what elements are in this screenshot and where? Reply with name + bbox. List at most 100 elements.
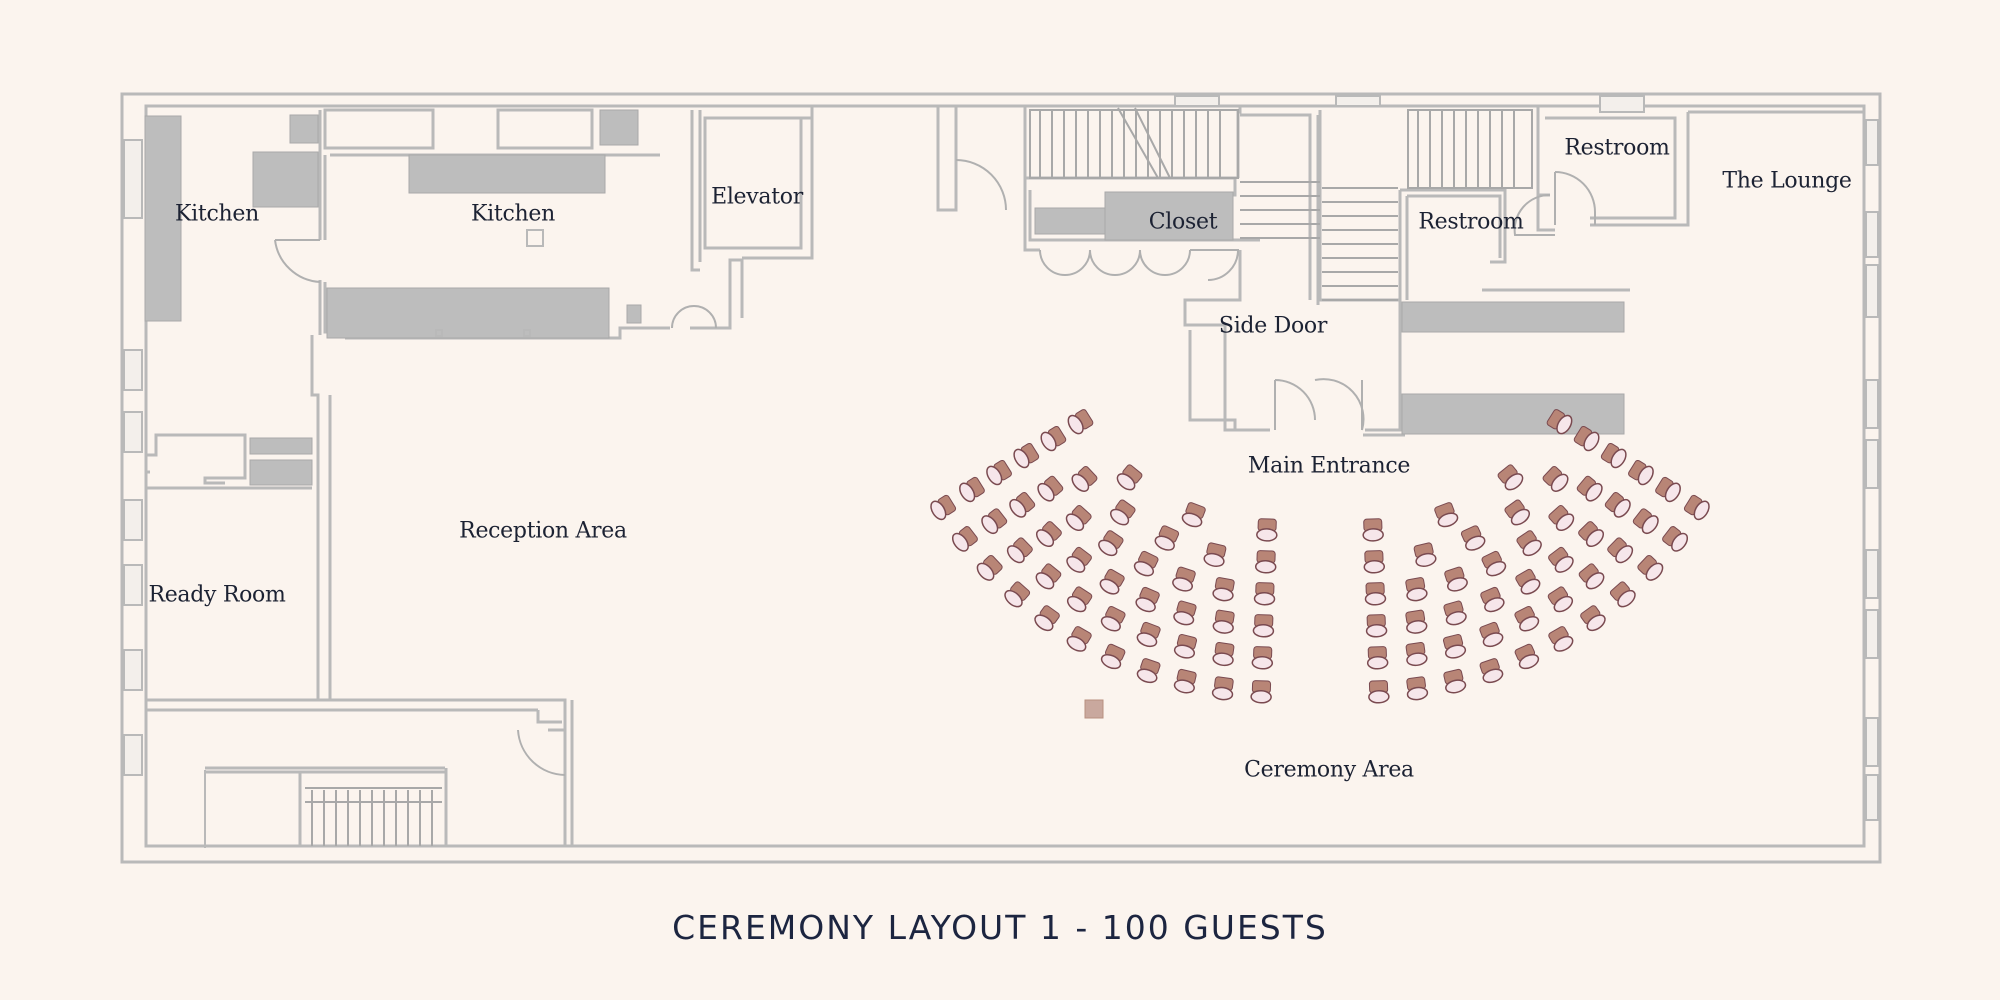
chair [1065, 505, 1092, 532]
chair [981, 508, 1008, 535]
chair [1066, 546, 1092, 573]
chair [1460, 525, 1486, 551]
chair [1109, 499, 1136, 526]
chair [1637, 554, 1664, 581]
room-label-closet: Closet [1148, 209, 1218, 235]
chair [1173, 668, 1197, 694]
room-label-kitchen-main: Kitchen [471, 201, 555, 227]
chair [1256, 518, 1278, 542]
chair [1362, 518, 1384, 542]
chair [1135, 586, 1160, 613]
chair [1479, 658, 1504, 684]
chair [1066, 586, 1093, 613]
chair [1009, 492, 1036, 518]
chair [1413, 542, 1437, 567]
chair [1040, 425, 1067, 452]
chair [930, 494, 957, 521]
chair [1632, 508, 1659, 535]
chair [1035, 521, 1062, 548]
chair [1609, 581, 1636, 608]
windows [123, 95, 1879, 821]
outer-wall-inner [144, 104, 1866, 848]
chair [1252, 614, 1275, 638]
chair [1212, 577, 1235, 602]
chair [1546, 409, 1573, 435]
chair [1516, 530, 1542, 557]
chair [1444, 566, 1468, 592]
chair [1548, 505, 1575, 532]
chair [1364, 582, 1387, 606]
chair [1173, 633, 1198, 659]
chair [1133, 550, 1159, 577]
chair [959, 476, 985, 503]
chair [1035, 563, 1062, 590]
chair [1480, 586, 1505, 613]
door-swings [274, 159, 1596, 776]
chair [1099, 568, 1125, 595]
chair [1548, 546, 1574, 573]
chair [1203, 542, 1227, 567]
room-label-lounge: The Lounge [1722, 168, 1852, 194]
chair [1363, 550, 1386, 574]
chair [1098, 530, 1124, 557]
outer-walls [120, 92, 1882, 864]
chair [1406, 676, 1429, 701]
chair [976, 554, 1003, 581]
chair [1034, 605, 1060, 632]
room-label-elevator: Elevator [711, 184, 803, 210]
chair [1181, 502, 1206, 528]
interior-walls [146, 106, 1864, 846]
room-label-main-entrance: Main Entrance [1247, 453, 1411, 479]
fixture-small-squares [204, 229, 544, 848]
chair [951, 526, 978, 552]
chair [1100, 643, 1126, 670]
chair [1576, 475, 1603, 502]
chair [1662, 526, 1689, 552]
outer-wall-outer [120, 92, 1882, 864]
chair [1212, 609, 1235, 634]
room-label-restroom-lower: Restroom [1418, 209, 1524, 235]
chair [1254, 550, 1277, 574]
layout-title: CEREMONY LAYOUT 1 - 100 GUESTS [672, 908, 1328, 947]
chair [1515, 568, 1541, 595]
room-label-restroom-upper: Restroom [1564, 135, 1670, 161]
chair [1067, 409, 1094, 435]
stairs [305, 107, 1533, 846]
chair [1542, 466, 1569, 492]
chair [1481, 550, 1507, 577]
room-label-ceremony: Ceremony Area [1244, 757, 1414, 783]
chair [1037, 475, 1064, 502]
room-label-ready-room: Ready Room [148, 582, 286, 608]
chair [1071, 466, 1098, 492]
chair [1580, 605, 1606, 632]
chair [1655, 476, 1681, 503]
chair [1154, 525, 1180, 551]
chair [1211, 676, 1234, 701]
chair [1251, 646, 1274, 670]
chair [1365, 614, 1388, 638]
chair [986, 459, 1012, 486]
chair [1116, 464, 1143, 491]
room-label-side-door: Side Door [1218, 313, 1328, 339]
chair [1578, 521, 1605, 548]
chair [1504, 499, 1531, 526]
chair [1136, 621, 1161, 648]
chair [1066, 626, 1092, 652]
chair [1443, 668, 1467, 694]
chair [1514, 605, 1540, 632]
chair [1004, 581, 1031, 608]
ceremony-chairs [930, 409, 1710, 704]
chair [1600, 442, 1627, 469]
fixtures [144, 109, 1625, 719]
chair [1006, 537, 1033, 564]
chair [1250, 680, 1272, 704]
chair [1405, 609, 1428, 634]
chair [1013, 442, 1040, 469]
chair [1136, 658, 1161, 684]
chair [1173, 600, 1197, 626]
chair [1578, 563, 1605, 590]
chair [1479, 621, 1504, 648]
room-label-reception: Reception Area [459, 518, 627, 544]
chair [1405, 642, 1428, 667]
chair [1683, 494, 1710, 521]
